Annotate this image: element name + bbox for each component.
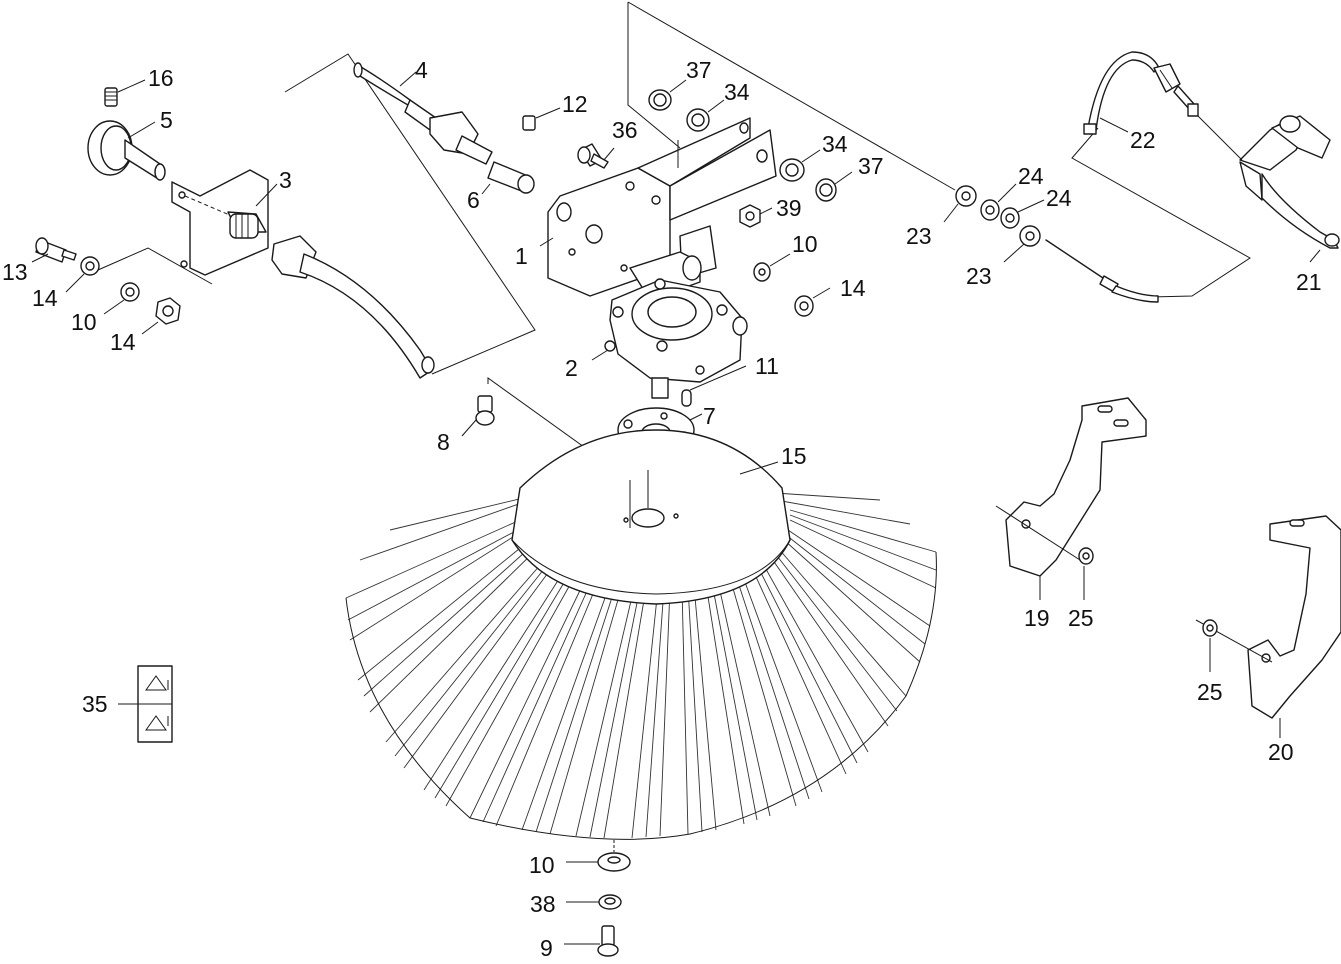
callout-37-upper: 37 [686, 57, 712, 83]
brush-bristles [345, 491, 937, 840]
callout-25-right: 25 [1068, 605, 1094, 631]
callout-24-second: 24 [1046, 185, 1072, 211]
callout-12: 12 [562, 91, 588, 117]
mounting-bracket-3 [171, 169, 278, 276]
control-lever-21 [1197, 115, 1340, 263]
nut-39 [739, 204, 773, 228]
callout-34-lower: 34 [822, 131, 848, 157]
callout-4: 4 [415, 57, 428, 83]
bolt-9 [564, 925, 619, 957]
callout-35: 35 [82, 691, 108, 717]
washer-24-second [1000, 199, 1045, 229]
guard-bracket-19 [995, 397, 1147, 600]
callout-37-lower: 37 [858, 153, 884, 179]
grub-screw-12 [522, 107, 561, 131]
washer-34-lower [779, 149, 821, 182]
callout-25-left: 25 [1197, 679, 1223, 705]
control-cable-22 [1045, 51, 1199, 303]
callout-10-left: 10 [71, 309, 97, 335]
nut-23-upper [943, 185, 977, 223]
callout-19: 19 [1024, 605, 1050, 631]
callout-6: 6 [467, 187, 480, 213]
pin-6 [481, 161, 535, 195]
callout-1: 1 [515, 243, 528, 269]
callout-16: 16 [148, 65, 174, 91]
washer-34-upper [686, 99, 725, 132]
callout-9: 9 [540, 935, 553, 961]
circlip-37-upper [648, 79, 687, 111]
circlip-37-lower [815, 171, 853, 202]
callout-23-lower: 23 [966, 263, 992, 289]
callout-2: 2 [565, 355, 578, 381]
callout-8: 8 [437, 429, 450, 455]
lock-washer-38 [566, 894, 622, 910]
hose-group-frame [284, 53, 536, 375]
washer-10-bottom [566, 840, 631, 872]
nut-23-lower [1003, 225, 1041, 263]
guard-bracket-20 [1195, 515, 1341, 738]
callout-34-upper: 34 [724, 79, 750, 105]
callout-15: 15 [781, 443, 807, 469]
callout-7: 7 [703, 403, 716, 429]
callout-10-bottom: 10 [529, 852, 555, 878]
callout-36: 36 [612, 117, 638, 143]
washer-10-right [753, 253, 791, 282]
callout-23-upper: 23 [906, 223, 932, 249]
callout-labels: 1 2 3 4 5 6 7 8 9 10 10 10 11 12 13 14 1… [2, 57, 1322, 961]
callout-21: 21 [1296, 269, 1322, 295]
hydraulic-hose-4 [271, 62, 493, 379]
callout-11: 11 [755, 353, 779, 379]
callout-13: 13 [2, 259, 28, 285]
washer-24-first [980, 183, 1017, 221]
callout-14-lower: 14 [110, 329, 136, 355]
info-label-35 [118, 665, 173, 743]
washer-14-left [65, 247, 213, 293]
callout-22: 22 [1130, 127, 1156, 153]
callout-14-right: 14 [840, 275, 866, 301]
callout-14-left: 14 [32, 285, 58, 311]
callout-24-first: 24 [1018, 163, 1044, 189]
nut-14-left [141, 297, 181, 335]
bolt-13 [31, 237, 77, 263]
knob-5 [87, 120, 166, 181]
bracket-group-frame [627, 1, 956, 191]
callout-20: 20 [1268, 739, 1294, 765]
nut-14-right [794, 287, 831, 317]
callout-5: 5 [160, 107, 173, 133]
hydraulic-motor-2 [591, 251, 748, 399]
cable-group-frame [1071, 127, 1251, 298]
callout-39: 39 [776, 195, 802, 221]
callout-38: 38 [530, 891, 556, 917]
feather-key-11 [681, 365, 747, 407]
washer-10-left [103, 282, 140, 315]
callout-10-right: 10 [792, 231, 818, 257]
side-brush-15 [345, 429, 937, 840]
cap-screw-36 [577, 143, 615, 169]
set-screw-16 [104, 79, 146, 107]
callout-3: 3 [279, 167, 292, 193]
